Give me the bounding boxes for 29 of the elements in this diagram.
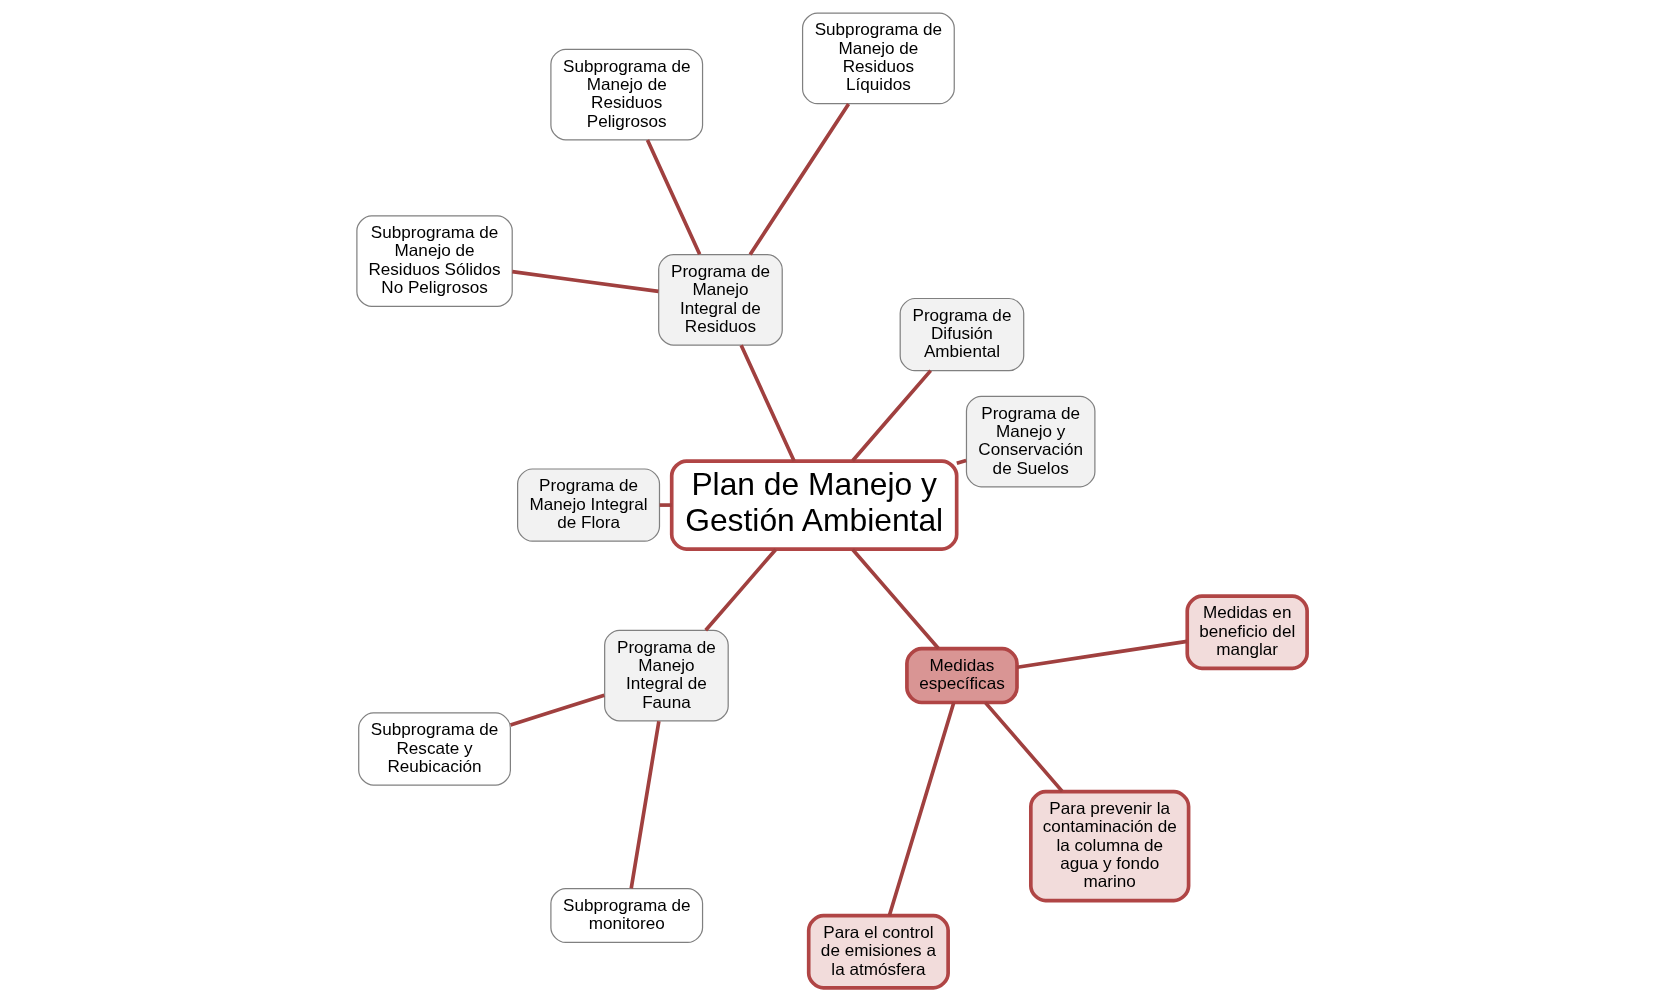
node-box: Programa de Difusión Ambiental: [899, 297, 1024, 372]
node-box: Programa de Manejo y Conservación de Suelos: [965, 395, 1095, 488]
node-box: Medidas específicas: [904, 646, 1019, 705]
node-box: Programa de Manejo Integral de Fauna: [603, 629, 729, 722]
node-box: Programa de Manejo Integral de Residuos: [657, 254, 783, 346]
connector: [645, 139, 701, 256]
node-box: Subprograma de Rescate y Reubicación: [357, 712, 511, 786]
node-box: Para el control de emisiones a la atmósfera: [806, 913, 950, 990]
connector: [887, 702, 956, 917]
connector: [850, 369, 932, 462]
node-box: Subprograma de Manejo de Residuos Sólidos No Peligrosos: [355, 215, 513, 307]
connector: [850, 548, 940, 650]
node-box: Subprograma de Manejo de Residuos Líquidos: [801, 12, 955, 105]
connector: [703, 548, 777, 632]
node-box: Subprograma de Manejo de Residuos Peligrosos: [549, 48, 703, 141]
node-box: Programa de Manejo Integral de Flora: [516, 468, 660, 542]
node-box: Subprograma de monitoreo: [549, 888, 703, 944]
connector: [511, 269, 659, 294]
connector: [1016, 639, 1187, 669]
node-box: Medidas en beneficio del manglar: [1184, 594, 1309, 671]
node-box: Para prevenir la contaminación de la columna de agua y fondo marino: [1028, 789, 1190, 903]
connector: [659, 503, 672, 507]
connector: [739, 344, 796, 462]
connector: [628, 721, 661, 889]
connector: [509, 693, 605, 727]
node-box: Plan de Manejo y Gestión Ambiental: [669, 459, 958, 551]
connector: [748, 103, 850, 256]
connector: [983, 701, 1064, 793]
connector: [955, 458, 967, 465]
